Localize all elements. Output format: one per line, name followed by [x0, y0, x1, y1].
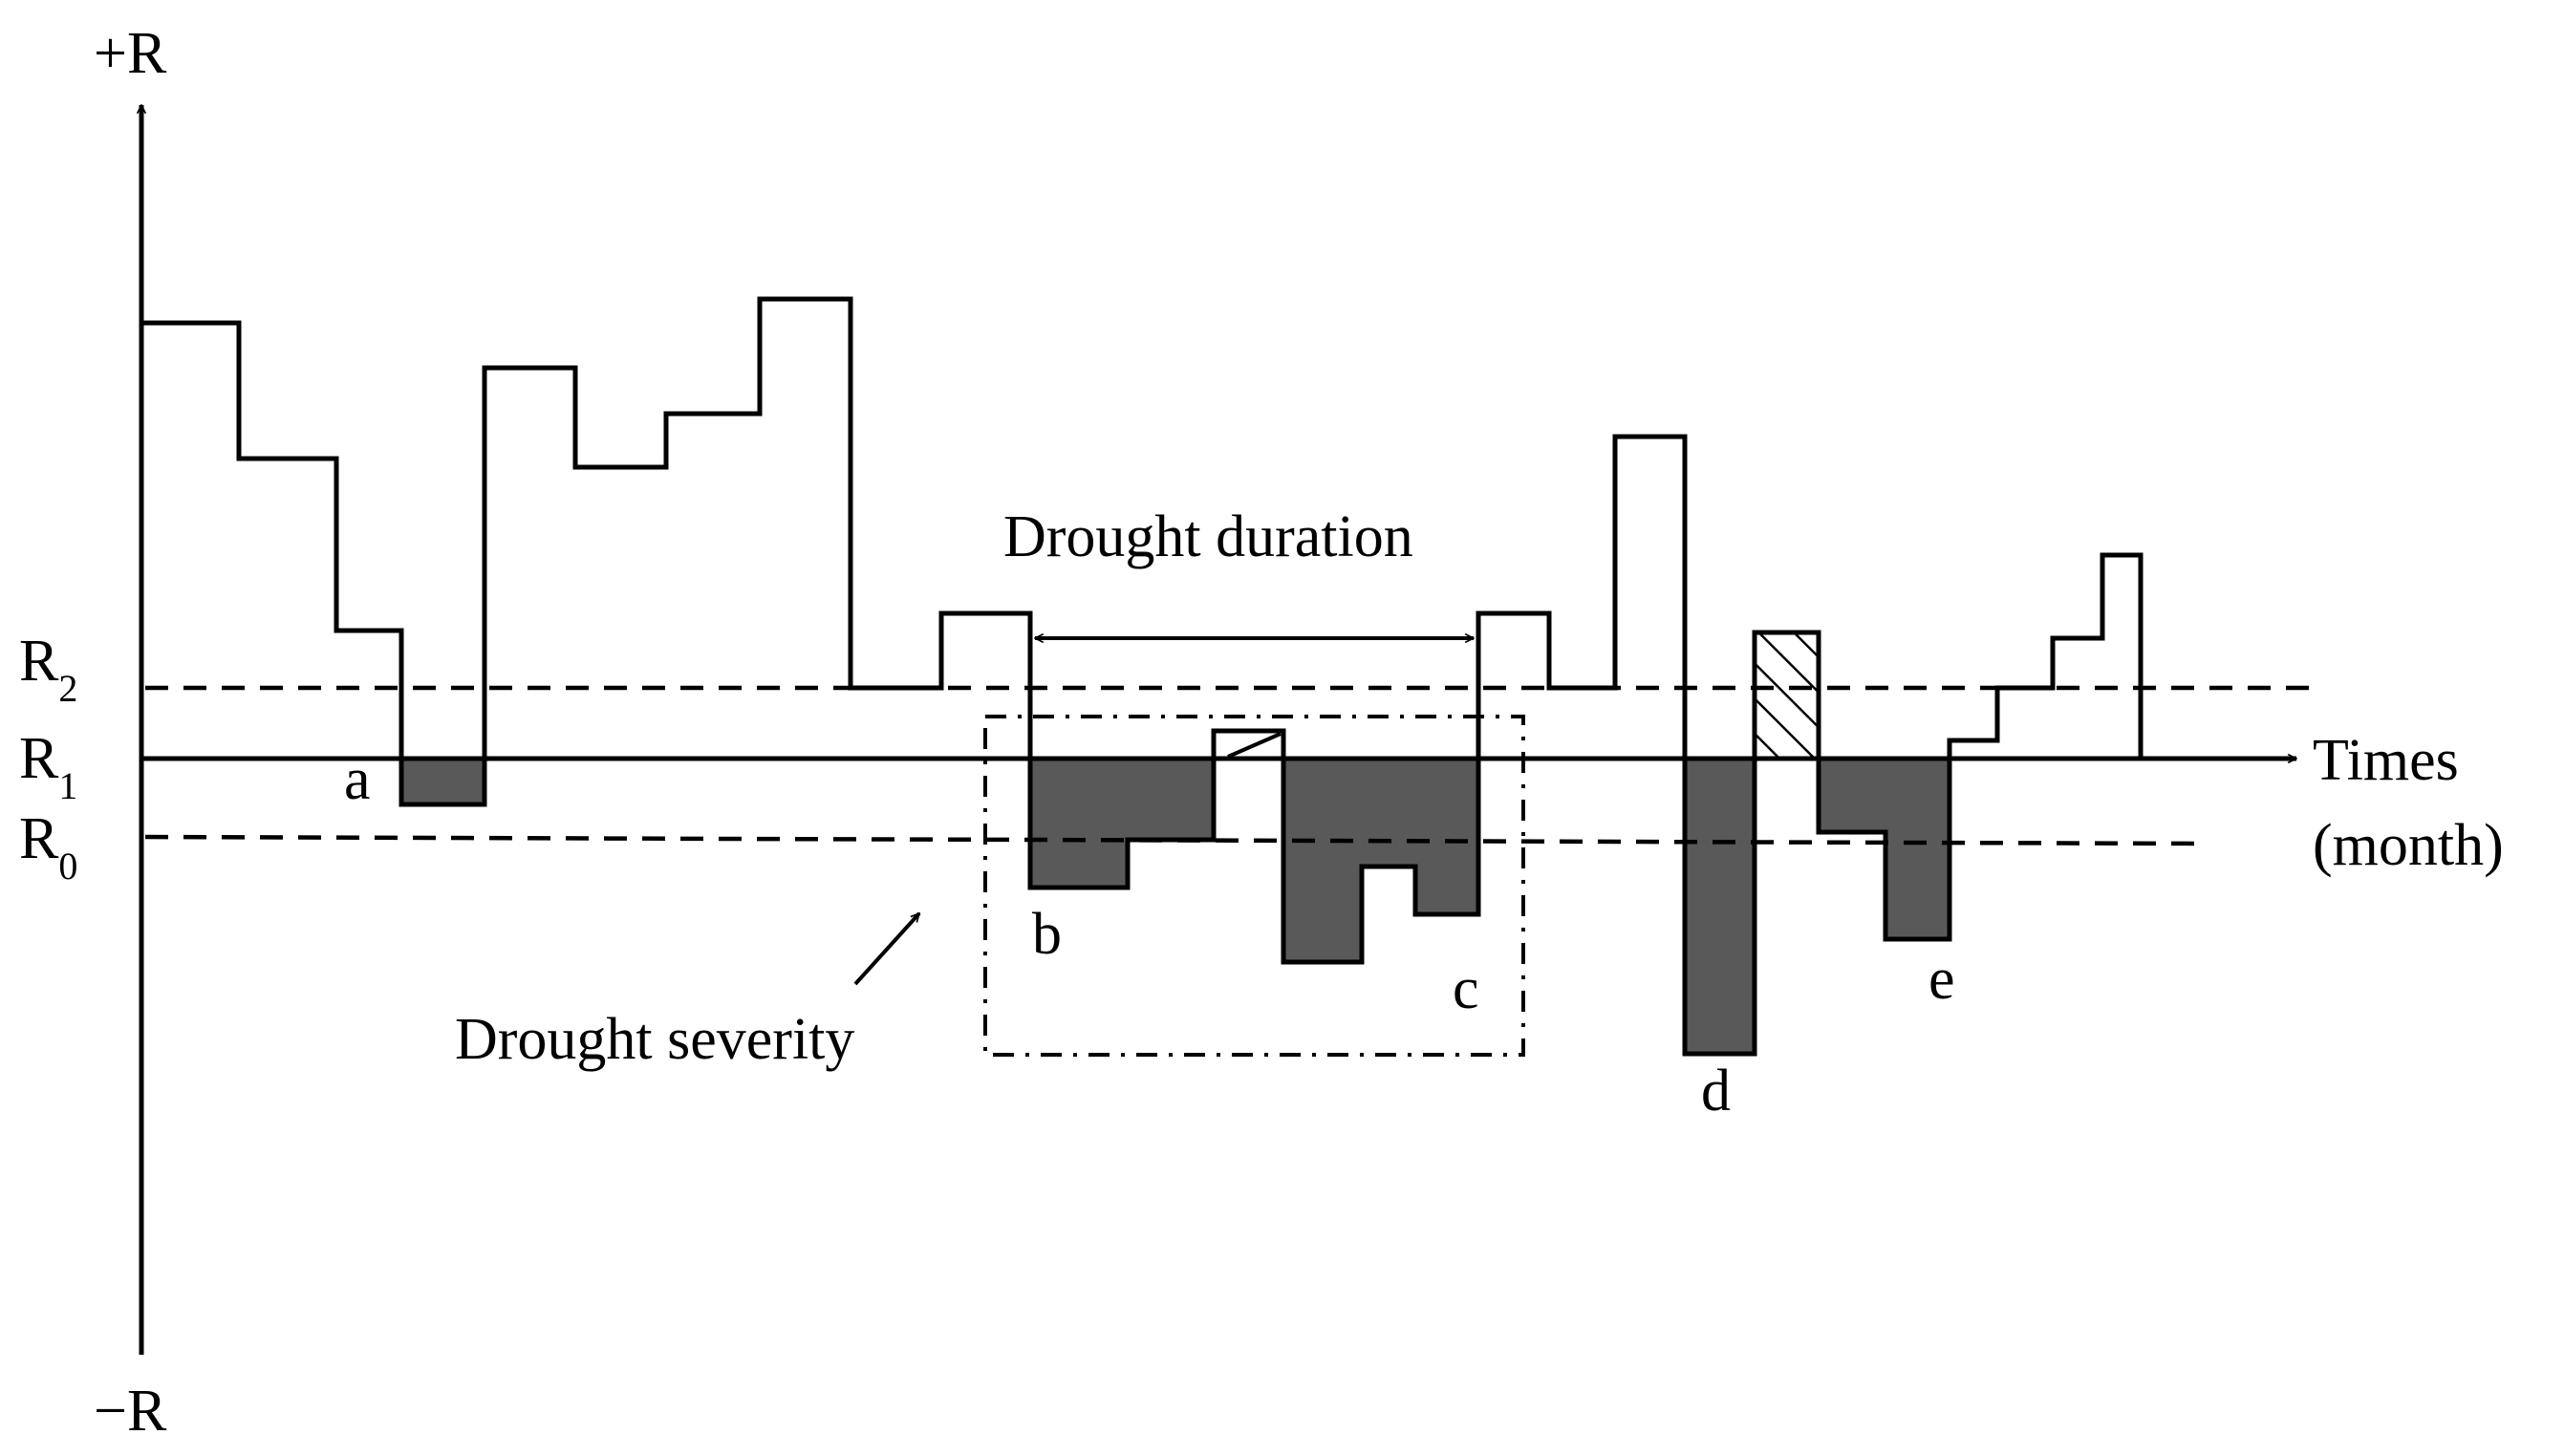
y-axis-bottom-label: −R — [94, 1379, 167, 1444]
event-label-b: b — [1032, 902, 1062, 967]
hatched-block — [1753, 631, 1821, 760]
deficit-event-a — [399, 757, 486, 806]
drought-severity-arrow — [853, 913, 921, 986]
deficit-event-d — [1683, 757, 1756, 1056]
event-label-d: d — [1701, 1059, 1731, 1124]
run-series-line — [141, 296, 2144, 1057]
y-axis-top-label: +R — [94, 21, 167, 86]
deficit-event-c — [1282, 757, 1480, 964]
event-label-a: a — [344, 747, 371, 812]
x-axis-label-month: (month) — [2313, 813, 2504, 878]
drought-duration-label: Drought duration — [1003, 504, 1413, 569]
deficit-event-b — [1028, 757, 1216, 889]
r1-label: R1 — [19, 726, 77, 807]
r2-label: R2 — [19, 629, 77, 710]
drought-severity-label: Drought severity — [455, 1007, 854, 1072]
event-label-e: e — [1928, 947, 1955, 1012]
drought-severity-box — [983, 715, 1525, 1057]
r0-label: R0 — [19, 806, 77, 888]
event-label-c: c — [1453, 956, 1479, 1021]
x-axis-label-times: Times — [2313, 728, 2459, 793]
